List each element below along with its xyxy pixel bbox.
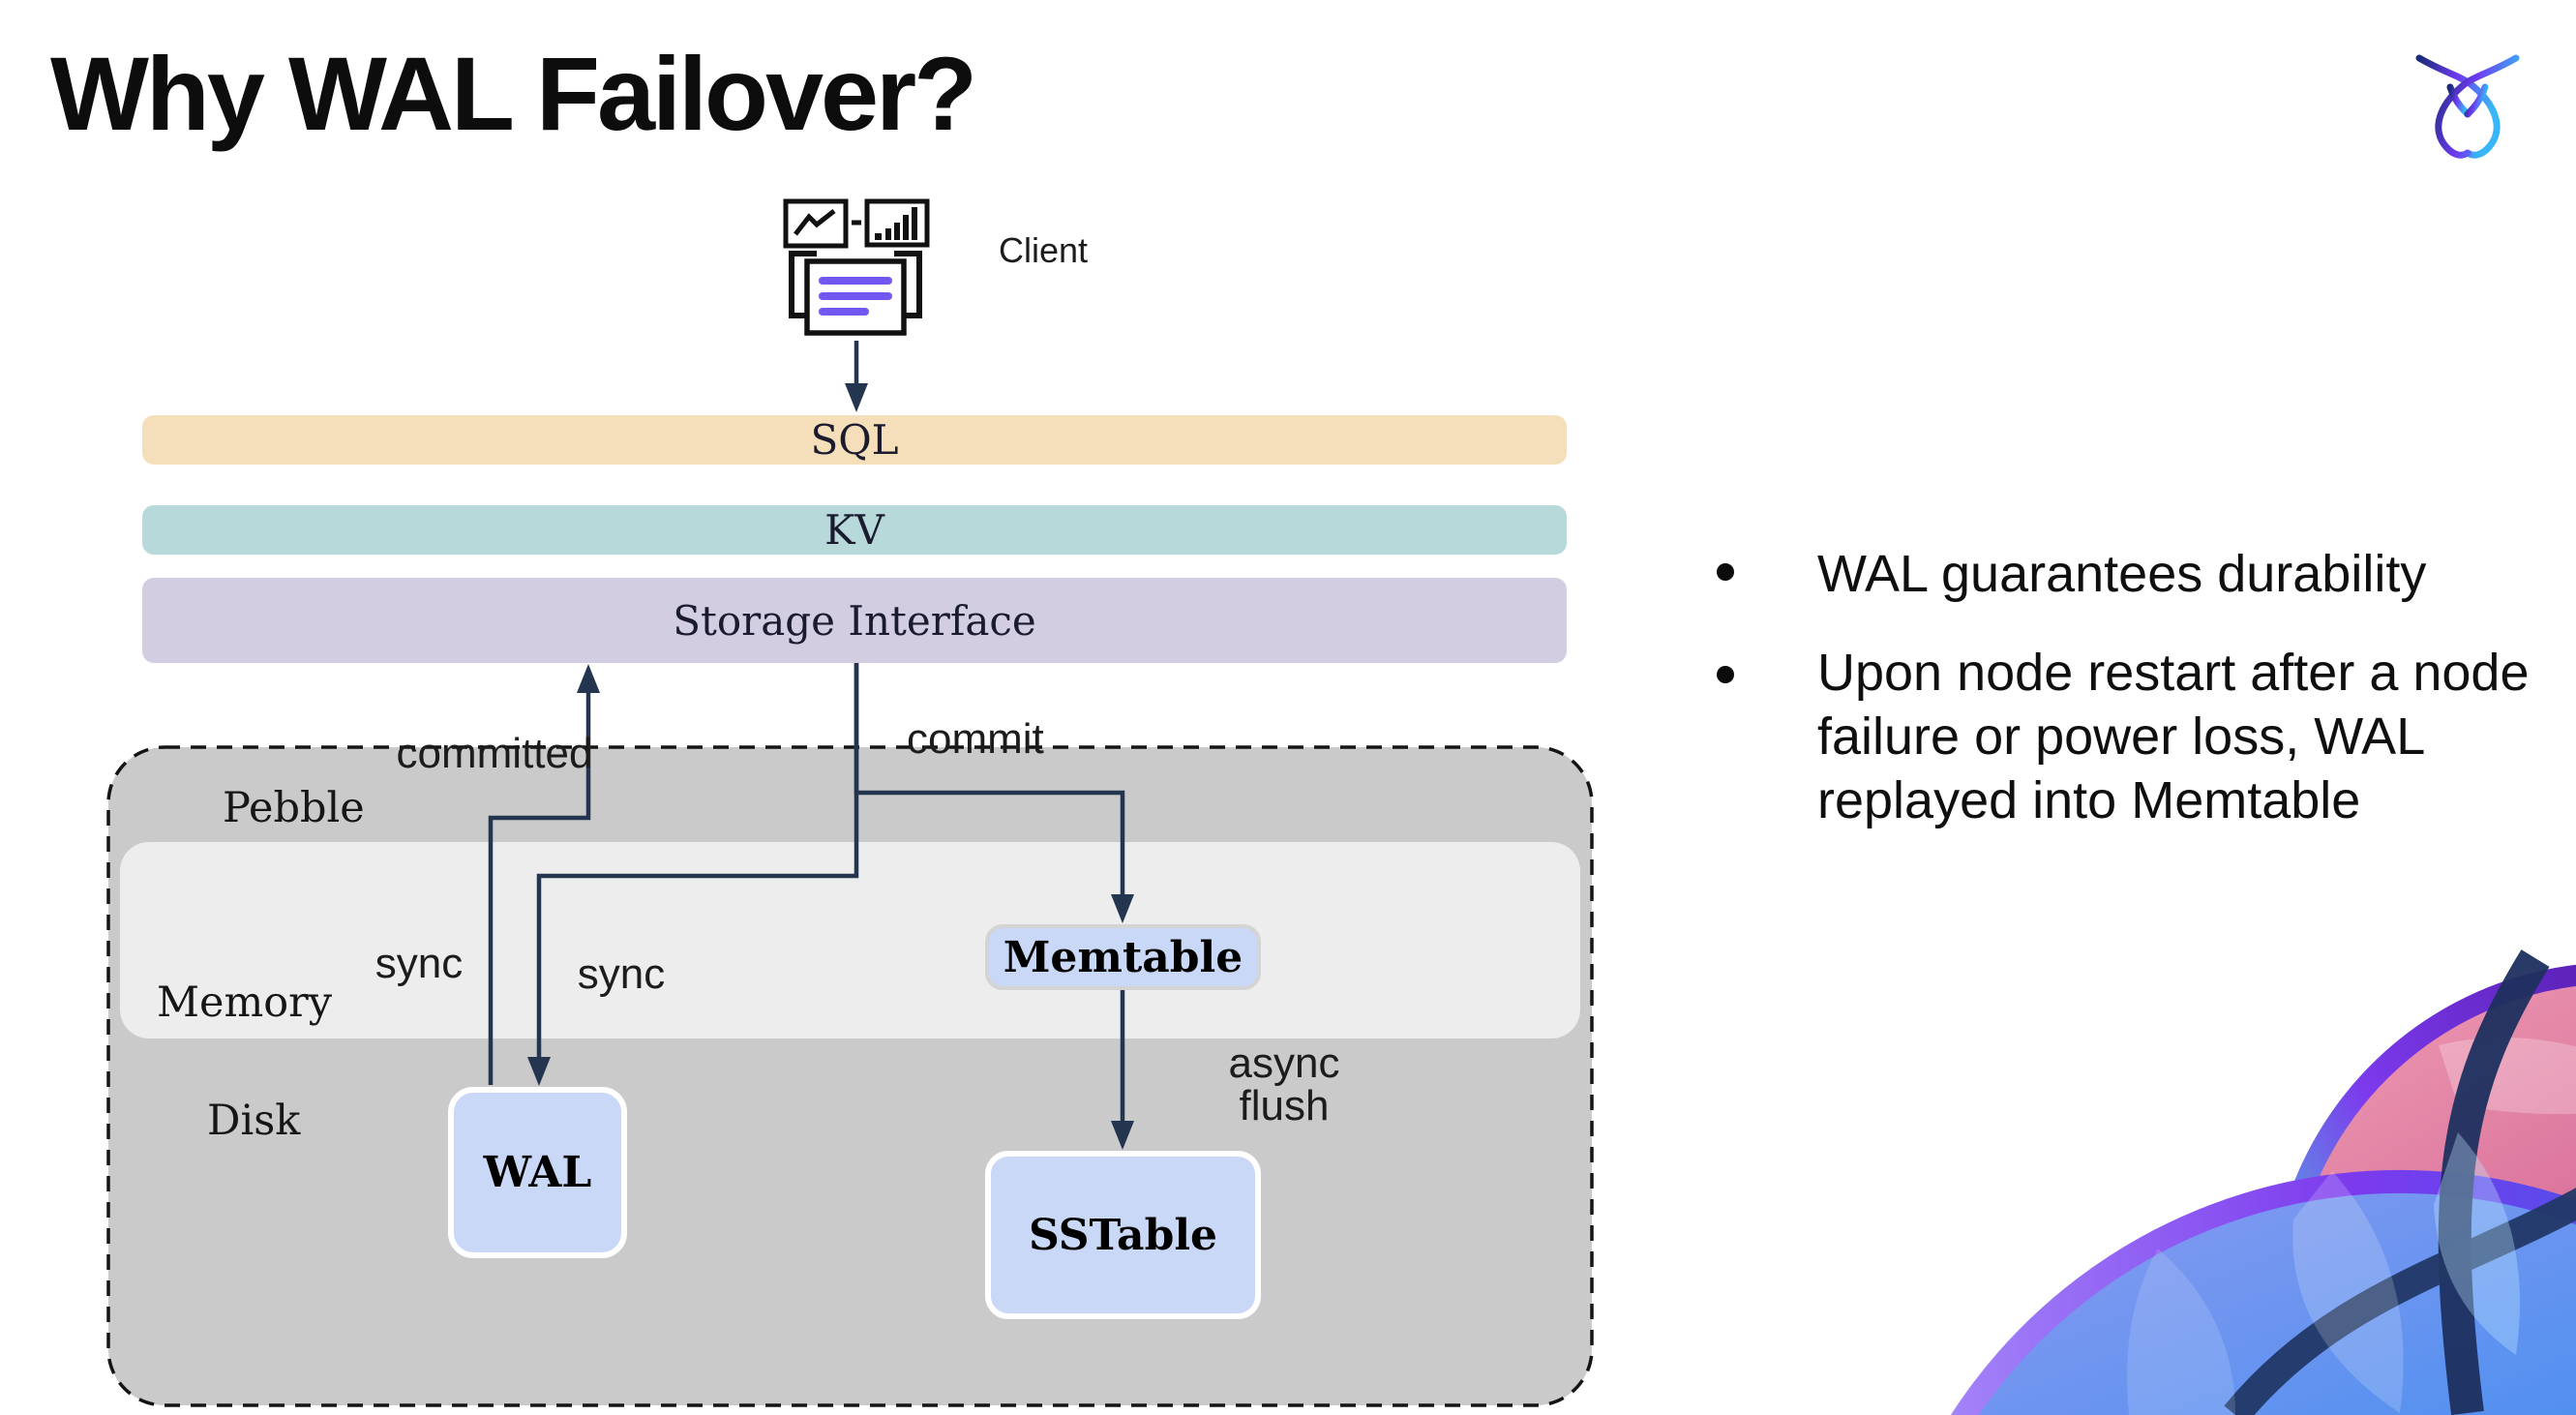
cockroachdb-logo-icon — [2415, 54, 2520, 159]
layer-label-kv: KV — [824, 506, 884, 554]
arrowheads — [527, 383, 1134, 1150]
page-title: Why WAL Failover? — [50, 35, 977, 152]
layer-label-storage-interface: Storage Interface — [673, 596, 1036, 645]
edge-label-sync-left: sync — [374, 940, 464, 987]
memory-band — [120, 842, 1580, 1039]
node-wal-label: WAL — [483, 1148, 592, 1197]
pebble-label: Pebble — [223, 784, 365, 832]
arrowhead-committed — [577, 664, 600, 693]
node-wal: WAL — [448, 1087, 627, 1258]
bullet-dot — [1717, 666, 1734, 683]
arrowhead-async-flush — [1111, 1121, 1134, 1150]
bar-chart-glyph — [875, 207, 917, 240]
edge-label-sync-right: sync — [577, 950, 666, 998]
document-lines-glyph — [819, 277, 892, 316]
node-memtable: Memtable — [985, 924, 1261, 990]
client-label: Client — [999, 230, 1089, 270]
brand-sphere-art — [1950, 949, 2576, 1415]
layer-bar-storage-interface: Storage Interface — [142, 578, 1567, 663]
layer-bar-kv: KV — [142, 505, 1567, 555]
bullet-item: Upon node restart after a node failure o… — [1817, 644, 2530, 829]
edge-committed — [488, 689, 591, 1085]
node-sstable-label: SSTable — [1028, 1210, 1218, 1260]
edge-sync — [536, 663, 859, 1060]
bullet-item: WAL guarantees durability — [1817, 545, 2427, 603]
bullet-dot — [1717, 563, 1734, 581]
memory-label: Memory — [157, 978, 332, 1027]
disk-label: Disk — [207, 1097, 301, 1145]
client-terminal-icon — [783, 198, 930, 336]
arrowhead-sync — [527, 1057, 551, 1086]
node-memtable-label: Memtable — [1003, 932, 1243, 982]
edge-label-committed: committed — [396, 730, 593, 777]
arrowhead-commit — [1111, 894, 1134, 923]
layer-bar-sql: SQL — [142, 415, 1567, 465]
layer-label-sql: SQL — [810, 416, 899, 464]
connector-lines — [488, 341, 1125, 1124]
arrowhead-client-sql — [845, 383, 868, 412]
node-sstable: SSTable — [985, 1151, 1261, 1319]
edge-label-async-flush: async flush — [1228, 1039, 1340, 1129]
edge-label-commit: commit — [907, 715, 1044, 763]
